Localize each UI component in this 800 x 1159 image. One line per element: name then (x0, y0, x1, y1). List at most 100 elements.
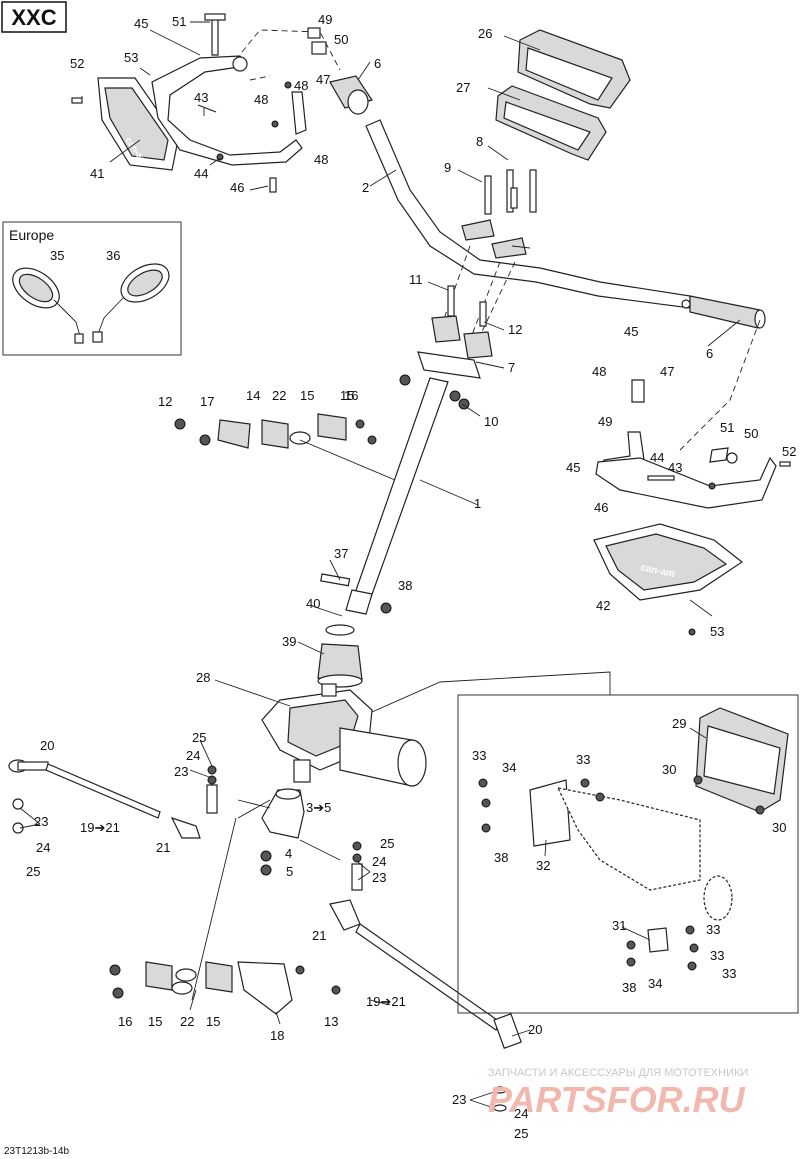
callout-label: 32 (536, 858, 550, 873)
callout-label: 48 (314, 152, 328, 167)
callout-label: 24 (372, 854, 386, 869)
callout-label: 52 (782, 444, 796, 459)
callout-label: 15 (148, 1014, 162, 1029)
callout-label: 25 (26, 864, 40, 879)
callout-label: 24 (514, 1106, 528, 1121)
steering-column (320, 377, 449, 615)
detail-box (457, 694, 799, 1014)
callout-label: 30 (662, 762, 676, 777)
europe-label: Europe (9, 227, 54, 243)
callout-label: 43 (668, 460, 682, 475)
callout-label: 40 (306, 596, 320, 611)
callout-label: 6 (374, 56, 381, 71)
left-grip (307, 27, 373, 115)
handlebar (365, 119, 766, 329)
tie-rod-right (329, 841, 522, 1112)
callout-label: 16 (118, 1014, 132, 1029)
watermark-tagline: ЗАПЧАСТИ И АКСЕССУАРЫ ДЛЯ МОТОТЕХНИКИ (488, 1067, 748, 1079)
callout-label: 45 (134, 16, 148, 31)
callout-label: 5 (286, 864, 293, 879)
callout-label: 4 (285, 846, 292, 861)
callout-label: 33 (576, 752, 590, 767)
callout-label: 34 (648, 976, 662, 991)
callout-label: 41 (90, 166, 104, 181)
callout-label: 48 (592, 364, 606, 379)
callout-label: 51 (172, 14, 186, 29)
callout-label: 17 (200, 394, 214, 409)
callout-label: 15 (206, 1014, 220, 1029)
power-steering-unit (261, 671, 611, 787)
callout-label: 47 (316, 72, 330, 87)
callout-label: 33 (722, 966, 736, 981)
watermark-brand: PARTSFOR.RU (488, 1079, 746, 1120)
risers (399, 285, 493, 410)
callout-label: 37 (334, 546, 348, 561)
callout-label: 21 (156, 840, 170, 855)
bearing-blocks-upper (174, 413, 377, 449)
callout-label: 25 (514, 1126, 528, 1141)
callout-label: 19➔21 (366, 994, 406, 1009)
callout-label: 44 (194, 166, 208, 181)
hand-guard-left-assembly: can-am (71, 13, 341, 193)
callout-label: 27 (456, 80, 470, 95)
callout-label: 35 (50, 248, 64, 263)
europe-mirror-box: Europe (2, 221, 182, 356)
callout-label: 1 (474, 496, 481, 511)
callout-label: 50 (334, 32, 348, 47)
handlebar-clamps (439, 169, 537, 341)
callout-label: 46 (594, 500, 608, 515)
model-tag-text: XXC (11, 5, 56, 30)
callout-label: 29 (672, 716, 686, 731)
model-tag: XXC (1, 1, 67, 33)
callout-label: 51 (720, 420, 734, 435)
callout-label: 49 (598, 414, 612, 429)
callout-label: 30 (772, 820, 786, 835)
callout-label: 50 (744, 426, 758, 441)
hand-guard-right-assembly: can-am (593, 319, 791, 636)
callout-label: 19➔21 (80, 820, 120, 835)
callout-label: 53 (124, 50, 138, 65)
callout-label: 31 (612, 918, 626, 933)
callout-label: 10 (484, 414, 498, 429)
callout-label: 20 (40, 738, 54, 753)
callout-label: 43 (194, 90, 208, 105)
bearing-blocks-lower (109, 961, 341, 1015)
boot (317, 624, 363, 688)
callout-label: 33 (472, 748, 486, 763)
callout-label: 33 (710, 948, 724, 963)
callout-label: 46 (230, 180, 244, 195)
callout-label: 47 (660, 364, 674, 379)
callout-label: 48 (294, 78, 308, 93)
callout-label: 38 (622, 980, 636, 995)
callout-label: 28 (196, 670, 210, 685)
callout-label: 22 (180, 1014, 194, 1029)
callout-label: 45 (624, 324, 638, 339)
callout-label: 25 (192, 730, 206, 745)
callout-label: 23 (174, 764, 188, 779)
callout-label: 20 (528, 1022, 542, 1037)
callout-label: 13 (324, 1014, 338, 1029)
callout-label: 11 (409, 272, 423, 287)
callout-label: 33 (706, 922, 720, 937)
callout-label: 22 (272, 388, 286, 403)
callout-label: 48 (254, 92, 268, 107)
callout-label: 24 (36, 840, 50, 855)
callout-label: 8 (476, 134, 483, 149)
callout-label: 36 (106, 248, 120, 263)
callout-label: 23 (372, 870, 386, 885)
watermark: ЗАПЧАСТИ И АКСЕССУАРЫ ДЛЯ МОТОТЕХНИКИ PA… (488, 1067, 748, 1120)
callout-label: 45 (566, 460, 580, 475)
callout-label: 42 (596, 598, 610, 613)
callout-label: 44 (650, 450, 664, 465)
callout-label: 2 (362, 180, 369, 195)
callout-label: 34 (502, 760, 516, 775)
callout-label: 3➔5 (306, 800, 331, 815)
callout-label: 18 (270, 1028, 284, 1043)
callout-label: 53 (710, 624, 724, 639)
callout-label: 12 (508, 322, 522, 337)
callout-label: 25 (380, 836, 394, 851)
callout-label: 15 (340, 388, 354, 403)
callout-label: 12 (158, 394, 172, 409)
callout-label: 15 (300, 388, 314, 403)
